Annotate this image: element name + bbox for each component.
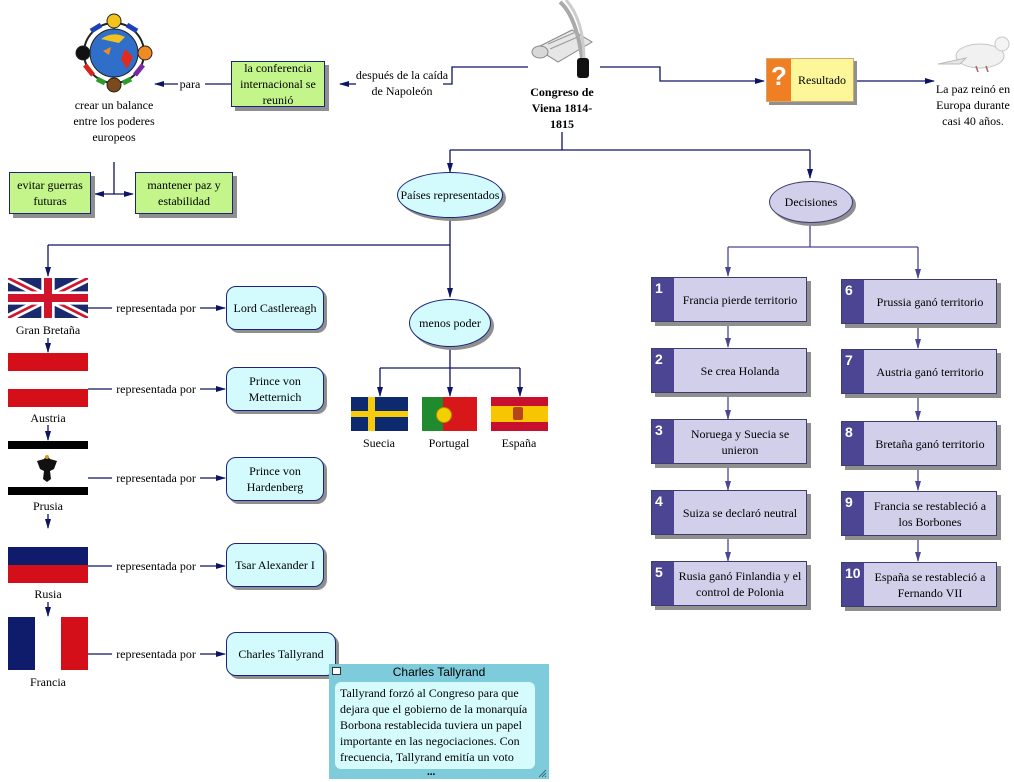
decision-number: 6 [842,280,864,323]
people-around-globe-icon [73,13,155,93]
decision-text: Noruega y Suecia se unieron [690,426,790,457]
decision-text: Rusia ganó Finlandia y el control de Pol… [678,568,802,599]
tallyrand-note[interactable]: Charles Tallyrand Tallyrand forzó al Con… [329,664,549,779]
resultado-label: Resultado [791,59,853,101]
decision-number: 3 [652,420,674,463]
resultado-box[interactable]: ? Resultado [766,58,854,102]
country-name: Prusia [33,499,63,513]
decision-number: 9 [842,492,864,535]
evitar-box[interactable]: evitar guerras futuras [9,172,91,214]
decision-item[interactable]: 9 Francia se restableció a los Borbones [841,491,997,536]
paz-label[interactable]: La paz reinó en Europa durante casi 40 a… [935,82,1011,128]
spain-emblem-icon [513,407,523,420]
decision-number: 1 [652,278,674,321]
decision-number: 8 [842,422,864,465]
eagle-icon [36,453,58,483]
conferencia-box[interactable]: la conferencia internacional se reunió [231,61,325,107]
decision-item[interactable]: 1 Francia pierde territorio [651,277,807,322]
decision-text: Austria ganó territorio [876,364,984,379]
decision-item[interactable]: 7 Austria ganó territorio [841,349,997,394]
note-body[interactable]: Tallyrand forzó al Congreso para que dej… [335,682,535,769]
decision-item[interactable]: 2 Se crea Holanda [651,348,807,393]
note-title: Charles Tallyrand [392,665,486,679]
link-label-representada: representada por [116,471,196,485]
representative-box[interactable]: Tsar Alexander I [226,543,324,587]
country-name: Gran Bretaña [15,323,81,337]
france-flag[interactable] [8,617,88,670]
decisiones-node[interactable]: Decisiones [769,181,853,223]
country-name: Francia [30,675,66,689]
decision-item[interactable]: 10 España se restableció a Fernando VII [841,562,997,607]
question-mark-icon: ? [767,59,791,101]
resize-handle-icon[interactable] [537,767,547,778]
dove-icon [936,34,1014,74]
decision-text: Bretaña ganó territorio [875,436,985,451]
menos-poder-node[interactable]: menos poder [409,299,491,347]
note-more-indicator[interactable]: ... [427,766,436,778]
note-icon[interactable] [332,667,341,675]
country-name: España [501,436,537,450]
decision-item[interactable]: 4 Suiza se declaró neutral [651,490,807,535]
country-name: Austria [30,411,66,425]
prussia-flag[interactable] [8,441,88,495]
representative-box[interactable]: Charles Tallyrand [226,632,336,676]
decision-number: 7 [842,350,864,393]
austria-flag[interactable] [8,353,88,407]
link-label-representada: representada por [116,647,196,661]
decision-item[interactable]: 8 Bretaña ganó territorio [841,421,997,466]
country-name: Suecia [363,436,395,450]
note-body-text: Tallyrand forzó al Congreso para que dej… [340,686,528,764]
portugal-flag[interactable] [422,397,477,431]
decision-number: 10 [842,563,864,606]
decision-item[interactable]: 5 Rusia ganó Finlandia y el control de P… [651,561,807,606]
decision-item[interactable]: 6 Prussia ganó territorio [841,279,997,324]
decision-number: 4 [652,491,674,534]
scroll-quill-icon [526,0,600,80]
decision-text: Suiza se declaró neutral [682,505,798,520]
paises-representados-node[interactable]: Países representados [397,172,503,218]
link-label-despues: después de la caída de Napoleón [355,68,449,98]
decision-text: Prussia ganó territorio [876,294,984,309]
mantener-box[interactable]: mantener paz y estabilidad [135,172,233,214]
link-label-representada: representada por [116,559,196,573]
link-label-para: para [179,77,201,91]
line-central-despues [443,66,528,85]
portugal-emblem-icon [436,407,452,423]
decision-text: España se restableció a Fernando VII [874,569,986,600]
spain-flag[interactable] [491,397,548,431]
central-topic[interactable]: Congreso de Viena 1814-1815 [530,85,594,131]
representative-box[interactable]: Lord Castlereagh [226,286,324,330]
sweden-flag[interactable] [351,397,408,431]
decision-text: Francia se restableció a los Borbones [873,498,987,529]
decision-number: 5 [652,562,674,605]
uk-flag[interactable] [8,278,88,318]
decision-text: Se crea Holanda [700,363,780,378]
country-name: Portugal [428,436,470,450]
russia-flag[interactable] [8,529,88,583]
country-name: Rusia [34,587,62,601]
representative-box[interactable]: Prince von Hardenberg [226,457,324,501]
decision-item[interactable]: 3 Noruega y Suecia se unieron [651,419,807,464]
representative-box[interactable]: Prince von Metternich [226,367,324,411]
decision-text: Francia pierde territorio [682,292,798,307]
balance-label[interactable]: crear un balance entre los poderes europ… [73,98,155,144]
link-label-representada: representada por [116,301,196,315]
decision-number: 2 [652,349,674,392]
link-label-representada: representada por [116,382,196,396]
